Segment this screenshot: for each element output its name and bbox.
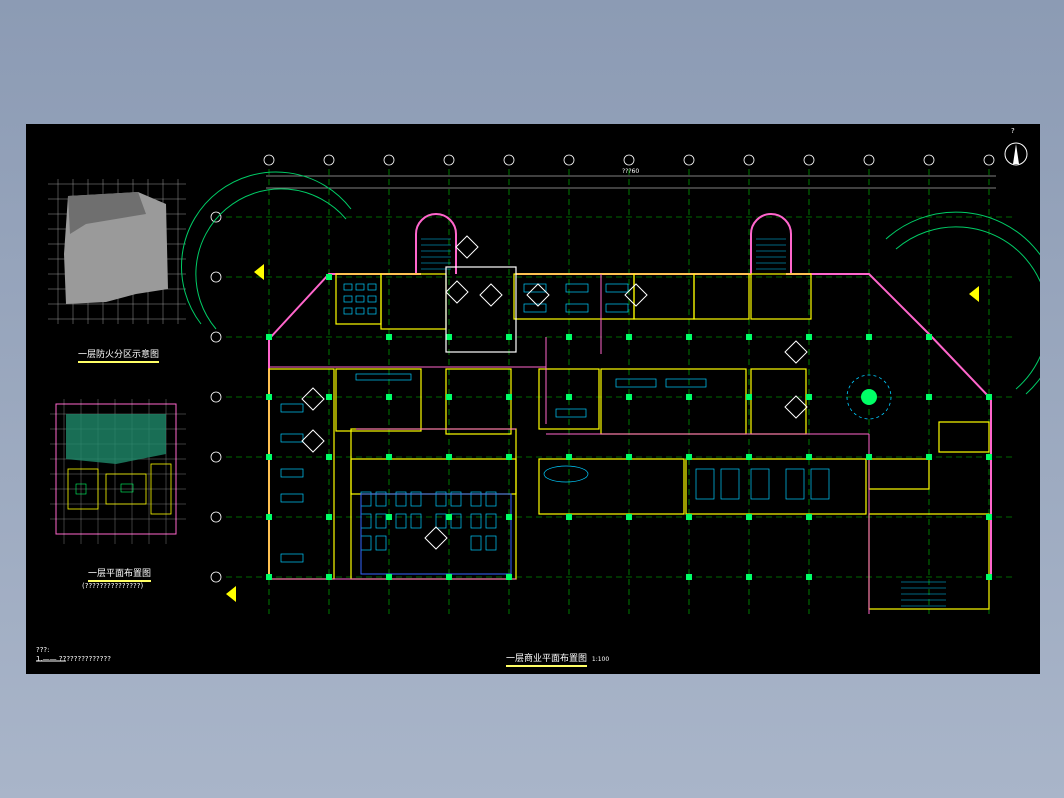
notes-line: 1.—— ?????????????? xyxy=(36,655,111,663)
north-mark-label: ? xyxy=(1011,127,1015,135)
furniture-workstations xyxy=(280,283,830,575)
selection-box xyxy=(445,266,517,353)
furniture-diamonds xyxy=(301,235,808,550)
grid-axis-bubbles xyxy=(210,154,995,583)
columns xyxy=(266,274,992,580)
small-floor-plan xyxy=(50,399,186,544)
stairs xyxy=(421,238,946,607)
notes-label: ???: xyxy=(36,646,50,654)
dimension-line xyxy=(266,175,996,189)
lobby-feature xyxy=(846,374,892,420)
partition-walls xyxy=(269,274,870,614)
structural-grid xyxy=(226,169,1016,614)
main-title-scale: 1:100 xyxy=(591,656,610,663)
cad-drawing-canvas: ???60 ? 一层防火分区示意图 一层平面布置图 (?????????????… xyxy=(26,124,1040,674)
fire-zone-diagram xyxy=(48,179,186,324)
north-arrow-icon xyxy=(1004,142,1028,166)
entrance-canopies xyxy=(181,171,1040,395)
floor-plan-title: 一层平面布置图 xyxy=(88,566,152,582)
fire-zone-title: 一层防火分区示意图 xyxy=(78,347,160,363)
dimension-total-label: ???60 xyxy=(622,168,640,175)
main-title-text: 一层商业平面布置图 xyxy=(506,654,588,667)
entrance-arrow-icons xyxy=(226,264,979,602)
main-title: 一层商业平面布置图 1:100 xyxy=(506,651,610,667)
floor-plan-drawing xyxy=(36,142,1040,662)
floor-plan-subtitle: (???????????????) xyxy=(82,582,144,590)
